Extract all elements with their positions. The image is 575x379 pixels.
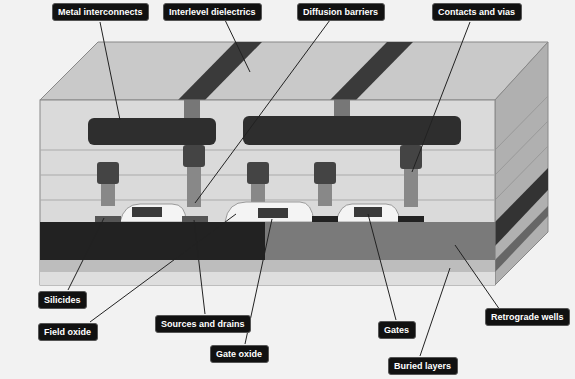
callout-text: Interlevel dielectrics <box>169 6 256 18</box>
callout-box: Buried layers <box>388 357 458 375</box>
callout-box: Metal interconnects <box>52 3 149 21</box>
callout-box: Diffusion barriers <box>297 3 385 21</box>
callout-box: Silicides <box>38 291 87 309</box>
callout-text: Diffusion barriers <box>303 6 379 18</box>
callout-text: Contacts and vias <box>438 6 516 18</box>
callout-text: Gate oxide <box>216 348 263 360</box>
callout-box: Gate oxide <box>210 345 269 363</box>
callout-box: Contacts and vias <box>432 3 522 21</box>
callout-text: Sources and drains <box>161 318 245 330</box>
callout-box: Gates <box>378 321 416 339</box>
callout-text: Silicides <box>44 294 81 306</box>
callout-text: Retrograde wells <box>491 311 564 323</box>
callout-box: Field oxide <box>38 323 98 341</box>
callout-box: Interlevel dielectrics <box>163 3 262 21</box>
callout-text: Metal interconnects <box>58 6 143 18</box>
callout-box: Sources and drains <box>155 315 251 333</box>
callout-box: Retrograde wells <box>485 308 570 326</box>
callout-text: Field oxide <box>44 326 92 338</box>
callout-text: Buried layers <box>394 360 452 372</box>
callout-text: Gates <box>384 324 410 336</box>
